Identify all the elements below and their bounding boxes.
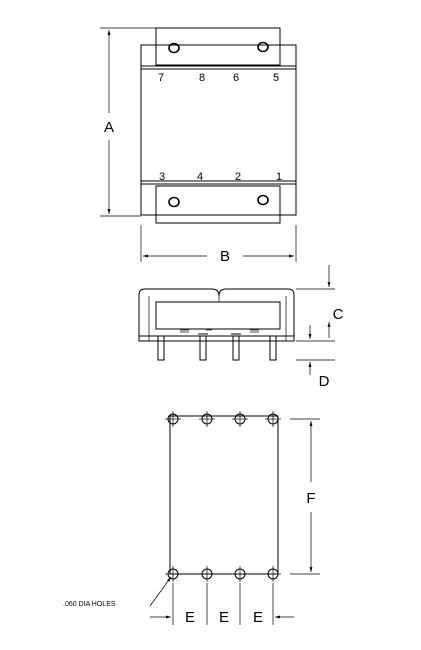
dimension-label-f: F <box>306 490 315 507</box>
footprint-holes-bottom <box>165 566 281 582</box>
pin-label-8: 8 <box>199 72 205 84</box>
side-pin <box>232 335 240 361</box>
dimension-c: C <box>296 265 344 338</box>
dimension-label-a: A <box>104 119 114 136</box>
footprint-outline <box>169 415 279 575</box>
pin-label-4: 4 <box>197 171 203 183</box>
footprint-view: F E E E .060 DIA HOLES <box>63 411 320 626</box>
mounting-hole <box>257 194 269 206</box>
footprint-holes-top <box>165 411 281 427</box>
dimension-label-e: E <box>253 609 263 626</box>
dimension-e: E E E <box>150 583 294 626</box>
mounting-hole <box>168 42 180 54</box>
dimension-a: A <box>100 27 156 217</box>
transformer-body <box>140 44 297 216</box>
side-pin <box>157 335 165 361</box>
mounting-hole <box>257 41 269 53</box>
side-body <box>138 288 295 342</box>
pin-label-2: 2 <box>235 171 241 183</box>
dimension-label-e: E <box>219 609 229 626</box>
pin-label-7: 7 <box>158 72 164 84</box>
dimension-f: F <box>290 418 320 575</box>
top-bracket <box>155 27 281 66</box>
terminal-tabs <box>180 329 259 333</box>
side-window <box>155 301 281 330</box>
mounting-hole <box>168 196 180 208</box>
pin-label-5: 5 <box>273 72 279 84</box>
dimension-b: B <box>140 225 297 265</box>
pin-label-1: 1 <box>276 171 282 183</box>
dimension-label-e: E <box>185 609 195 626</box>
top-view: 7 8 6 5 3 4 2 1 A B <box>100 27 297 265</box>
dimension-label-b: B <box>220 248 230 265</box>
hole-note: .060 DIA HOLES <box>63 601 116 608</box>
side-view: C D <box>138 265 344 390</box>
side-pin <box>199 335 207 361</box>
side-pin <box>269 335 277 361</box>
dimension-d: D <box>296 325 335 390</box>
pin-label-6: 6 <box>233 72 239 84</box>
hole-callout: .060 DIA HOLES <box>63 576 172 608</box>
pin-label-3: 3 <box>159 171 165 183</box>
dimension-label-d: D <box>319 373 330 390</box>
dimension-label-c: C <box>333 306 344 323</box>
bottom-bracket <box>155 185 281 224</box>
